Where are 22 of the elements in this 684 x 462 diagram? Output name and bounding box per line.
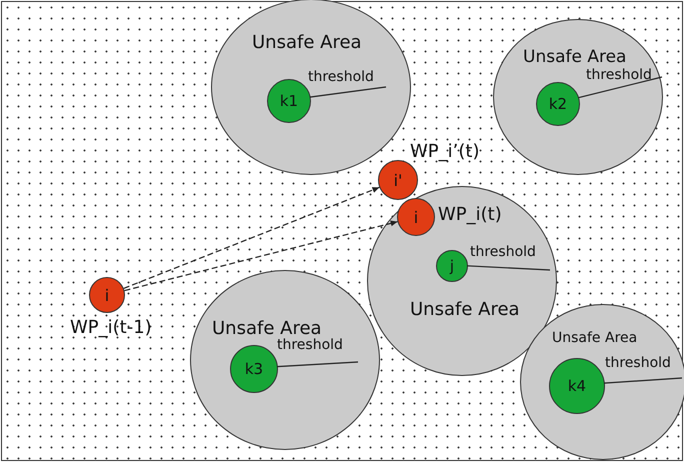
threshold-label: threshold [277, 338, 343, 354]
threshold-label: threshold [308, 70, 374, 86]
arrow [124, 220, 398, 292]
obstacle-circle: k3 [230, 345, 278, 393]
area-label: Unsafe Area [523, 48, 626, 67]
area-label: Unsafe Area [212, 319, 322, 339]
obstacle-circle: k4 [549, 358, 605, 414]
threshold-label: threshold [605, 356, 671, 372]
waypoint-caption: WP_i(t-1) [70, 318, 152, 338]
waypoint-caption: WP_i(t) [438, 205, 502, 225]
obstacle-circle: j [436, 250, 468, 282]
area-label: Unsafe Area [552, 331, 638, 346]
obstacle-circle: k1 [267, 79, 311, 123]
area-label: Unsafe Area [252, 33, 362, 53]
waypoint-circle: i [89, 277, 125, 313]
waypoint-caption: WP_i’(t) [410, 142, 480, 162]
waypoint-circle: i' [378, 160, 418, 200]
area-label: Unsafe Area [410, 300, 520, 320]
obstacle-circle: k2 [536, 82, 580, 126]
threshold-label: threshold [470, 245, 536, 260]
threshold-label: threshold [586, 68, 652, 84]
arrow [124, 186, 380, 289]
